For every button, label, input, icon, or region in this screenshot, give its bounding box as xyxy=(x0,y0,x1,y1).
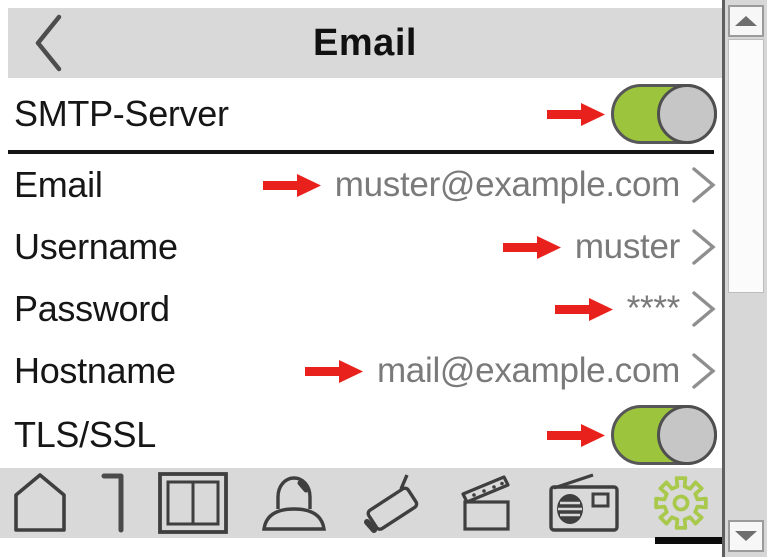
pointer-arrow-icon xyxy=(547,423,605,447)
username-label: Username xyxy=(14,226,178,267)
row-email[interactable]: Email muster@example.com xyxy=(0,154,722,216)
pointer-arrow-icon xyxy=(502,235,561,259)
pointer-arrow-icon xyxy=(547,102,605,126)
scroll-up-button[interactable] xyxy=(728,5,764,37)
email-label: Email xyxy=(14,164,103,205)
password-label: Password xyxy=(14,288,170,329)
active-tab-underline xyxy=(655,537,722,544)
tab-hook[interactable] xyxy=(101,470,125,536)
scrollbar[interactable] xyxy=(722,0,767,557)
row-smtp-server[interactable]: SMTP-Server xyxy=(0,78,722,150)
tls-ssl-label: TLS/SSL xyxy=(14,414,156,455)
smtp-server-toggle[interactable] xyxy=(611,84,717,144)
chevron-right-icon xyxy=(692,167,716,203)
pointer-arrow-icon xyxy=(554,297,613,321)
header: Email xyxy=(8,8,722,78)
tab-radio[interactable] xyxy=(549,470,619,536)
hostname-value: mail@example.com xyxy=(376,351,680,390)
tab-dome-camera[interactable] xyxy=(261,470,327,536)
row-username[interactable]: Username muster xyxy=(0,216,722,278)
row-hostname[interactable]: Hostname mail@example.com xyxy=(0,340,722,402)
settings-list: SMTP-Server Email muster@example.com U xyxy=(0,78,722,468)
password-value-masked: **** xyxy=(626,289,681,328)
row-tls-ssl[interactable]: TLS/SSL xyxy=(0,402,722,468)
page-title: Email xyxy=(313,21,417,64)
toggle-knob xyxy=(657,84,717,144)
chevron-right-icon xyxy=(692,229,716,265)
pointer-arrow-icon xyxy=(262,173,321,197)
bottom-toolbar xyxy=(0,468,722,538)
split-window-icon xyxy=(158,472,229,534)
row-password[interactable]: Password **** xyxy=(0,278,722,340)
triangle-up-icon xyxy=(735,16,757,26)
hook-icon xyxy=(101,473,124,533)
toggle-knob xyxy=(657,405,717,465)
email-value: muster@example.com xyxy=(334,165,681,204)
dome-camera-icon xyxy=(262,476,327,531)
radio-icon xyxy=(549,473,619,532)
username-value: muster xyxy=(574,227,680,266)
tab-cctv-camera[interactable] xyxy=(361,470,427,536)
scrollbar-thumb[interactable] xyxy=(728,39,764,293)
settings-gear-icon xyxy=(654,476,708,530)
cctv-camera-icon xyxy=(363,474,418,533)
tab-home[interactable] xyxy=(12,470,68,536)
home-icon xyxy=(14,473,66,532)
chevron-left-icon xyxy=(35,14,62,72)
triangle-down-icon xyxy=(735,531,757,541)
clapperboard-icon xyxy=(461,475,510,531)
hostname-label: Hostname xyxy=(14,350,176,391)
chevron-right-icon xyxy=(692,353,716,389)
chevron-right-icon xyxy=(692,291,716,327)
tab-split-view[interactable] xyxy=(158,470,229,536)
tab-settings-active[interactable] xyxy=(652,470,710,536)
smtp-server-label: SMTP-Server xyxy=(14,93,229,134)
pointer-arrow-icon xyxy=(304,359,363,383)
back-button[interactable] xyxy=(28,13,68,73)
tab-recordings[interactable] xyxy=(460,470,516,536)
section-divider xyxy=(8,150,714,154)
scroll-down-button[interactable] xyxy=(728,520,764,552)
tls-ssl-toggle[interactable] xyxy=(611,405,717,465)
